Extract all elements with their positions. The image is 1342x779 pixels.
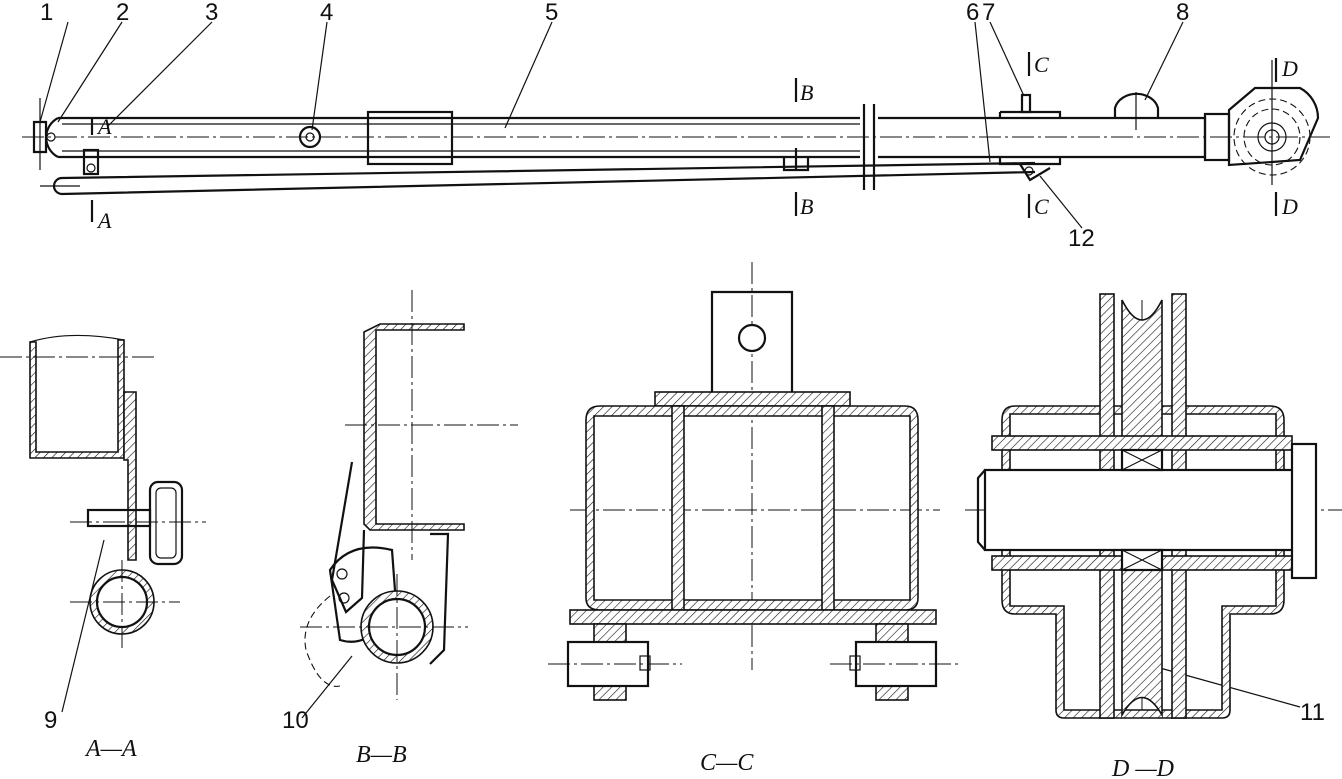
section-mark-c-top: C (1034, 52, 1049, 77)
dd-nut (1290, 442, 1318, 580)
cc-lug (710, 290, 794, 392)
dd-axle (983, 468, 1313, 552)
cc-bottom-plate (569, 609, 937, 625)
bolt-4-inner (305, 132, 315, 142)
clamp-band-lines (368, 117, 452, 158)
callout-4: 4 (320, 0, 333, 26)
section-mark-b-top: B (800, 80, 813, 105)
bb-latch-pin-1 (336, 568, 348, 580)
boom-body-left (58, 116, 860, 159)
caption-dd: D —D (1111, 756, 1174, 779)
aa-channel (29, 339, 125, 459)
callout-9: 9 (44, 707, 57, 734)
clevis-pin (1024, 166, 1034, 176)
bracket-12 (998, 157, 1062, 166)
dd-bushing-top (991, 435, 1293, 451)
caption-bb: B—B (356, 742, 407, 768)
bolt-4 (298, 125, 322, 149)
pulley-housing (1227, 86, 1320, 167)
lug-7 (1020, 93, 1032, 114)
dd-bearing-marks (1121, 449, 1163, 571)
cc-roller-left (548, 623, 682, 701)
section-dd-view (965, 293, 1342, 720)
callout-2: 2 (116, 0, 129, 26)
callout-1: 1 (40, 0, 53, 26)
aa-bracket-plate (123, 391, 137, 561)
callout-6: 6 (966, 0, 979, 26)
callout-3: 3 (205, 0, 218, 26)
aa-break-top (29, 334, 125, 343)
bracket-7-top (998, 110, 1062, 118)
break-lines (862, 104, 876, 190)
callout-10: 10 (282, 707, 309, 734)
left-end-pin (46, 132, 56, 142)
section-mark-c-bottom: C (1034, 194, 1049, 219)
pulley-inner-dashed (1243, 108, 1301, 166)
section-mark-b-bottom: B (800, 194, 813, 219)
aa-lug-inner (155, 487, 177, 559)
caption-cc: C—C (700, 750, 754, 776)
section-mark-d-bottom: D (1281, 194, 1298, 219)
section-mark-a-top: A (96, 114, 112, 139)
bb-channel (363, 323, 465, 531)
section-bb-view (300, 290, 518, 700)
cc-web-right (821, 405, 835, 611)
dd-axle-end (976, 469, 986, 551)
section-cc-view (548, 262, 962, 701)
boom-elevation-view (22, 21, 1330, 719)
callout-numbers: 1 2 3 4 5 6 7 8 9 10 11 12 (40, 0, 1325, 734)
cc-lug-hole (737, 323, 767, 353)
bracket-a-pin (86, 163, 96, 173)
section-cut-lines (90, 52, 1278, 222)
section-mark-d-top: D (1281, 56, 1298, 81)
left-end-arc (45, 117, 59, 158)
bb-hook-plate (330, 461, 366, 614)
tie-rod (61, 161, 1036, 196)
cc-roller-right (830, 623, 962, 701)
boom-inner-lines (62, 123, 860, 152)
cc-web-left (671, 405, 685, 611)
section-mark-a-bottom: A (96, 208, 112, 233)
dd-sheave-top (1121, 299, 1163, 451)
clamp-band (366, 110, 454, 166)
caption-aa: A—A (84, 736, 137, 762)
bracket-a (82, 148, 100, 176)
leader-lines (39, 21, 1301, 719)
section-captions: A—A B—B C—C D —D (84, 736, 1174, 779)
bb-latch-open-dashed (304, 595, 341, 687)
aa-pin (86, 508, 152, 528)
section-markers: A A B B C C D D (96, 52, 1298, 233)
tie-rod-clevis (1019, 163, 1051, 182)
bb-side-plate (429, 532, 450, 665)
bb-latch-pin-2 (338, 592, 350, 604)
callout-8: 8 (1176, 0, 1189, 26)
callout-7: 7 (982, 0, 995, 26)
aa-lug (148, 480, 184, 566)
section-aa-view (0, 334, 206, 650)
dd-sheave-bottom (1121, 569, 1163, 719)
callout-11: 11 (1300, 699, 1325, 726)
left-end-plate (32, 120, 48, 154)
callout-12: 12 (1068, 225, 1095, 252)
callout-5: 5 (545, 0, 558, 26)
cc-top-plate (654, 391, 851, 407)
